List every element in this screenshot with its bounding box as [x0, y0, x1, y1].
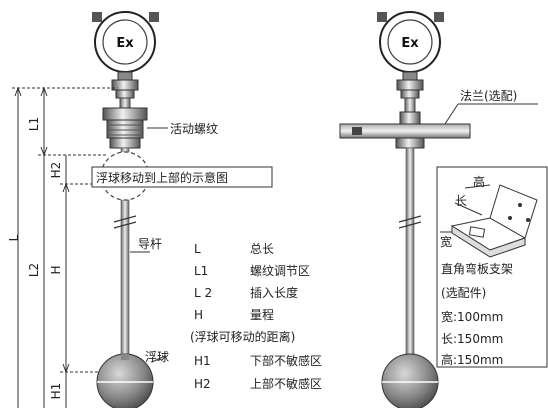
flange-callout: 法兰(选配) — [444, 89, 538, 125]
dimension-labels: L L1 L2 H2 H H1 — [7, 117, 63, 400]
legend-sym-2: L 2 — [194, 286, 212, 300]
left-transmitter-head: Ex — [92, 11, 159, 109]
legend-txt-5: 上部不敏感区 — [250, 376, 322, 391]
label-float-moving: 浮球移动到上部的示意图 — [96, 170, 228, 185]
left-device: Ex — [92, 11, 159, 408]
right-float-ball — [381, 353, 439, 408]
left-ex-mark: Ex — [116, 36, 134, 51]
right-transmitter-head: Ex — [377, 11, 444, 125]
label-bracket-height: 高 — [473, 174, 485, 189]
legend-txt-0: 总长 — [250, 242, 274, 256]
bracket-optional: (选配件) — [441, 286, 486, 300]
legend-sym-0: L — [194, 242, 201, 256]
label-rod: 导杆 — [138, 237, 162, 251]
label-thread: 活动螺纹 — [170, 122, 218, 136]
label-float: 浮球 — [145, 350, 169, 364]
dim-H2: H2 — [49, 162, 63, 179]
legend-txt-3: 量程 — [250, 307, 274, 322]
spec-height: 高:150mm — [441, 352, 503, 367]
bracket-title: 直角弯板支架 — [441, 261, 513, 276]
spec-width: 宽:100mm — [441, 309, 503, 324]
label-bracket-width: 宽 — [440, 234, 452, 249]
legend-note: (浮球可移动的距离) — [190, 329, 295, 344]
label-bracket-length: 长 — [455, 194, 467, 208]
left-callouts: 活动螺纹 浮球移动到上部的示意图 导杆 浮球 — [91, 122, 273, 364]
bracket-panel: 高 长 宽 直角弯板支架 (选配件) 宽:100mm 长:150mm 高:150… — [436, 166, 548, 368]
dim-L1: L1 — [27, 117, 41, 131]
legend-sym-4: H1 — [194, 354, 211, 368]
legend-sym-3: H — [194, 308, 203, 322]
legend: L 总长 L1 螺纹调节区 L 2 插入长度 H 量程 (浮球可移动的距离) H… — [190, 242, 322, 391]
dim-H1: H1 — [49, 383, 63, 400]
label-flange: 法兰(选配) — [460, 89, 517, 103]
spec-length: 长:150mm — [441, 332, 503, 346]
right-guide-rod — [405, 147, 415, 361]
legend-sym-1: L1 — [194, 264, 208, 278]
right-ex-mark: Ex — [401, 36, 419, 51]
dim-H: H — [49, 265, 63, 274]
dimension-lines — [12, 86, 118, 408]
dim-L: L — [7, 234, 21, 241]
dim-L2: L2 — [27, 263, 41, 277]
legend-sym-5: H2 — [194, 377, 211, 391]
legend-txt-2: 插入长度 — [250, 285, 298, 300]
legend-txt-4: 下部不敏感区 — [250, 353, 322, 368]
legend-txt-1: 螺纹调节区 — [250, 264, 310, 278]
right-device: Ex — [339, 11, 471, 408]
left-thread-fitting — [102, 107, 148, 149]
